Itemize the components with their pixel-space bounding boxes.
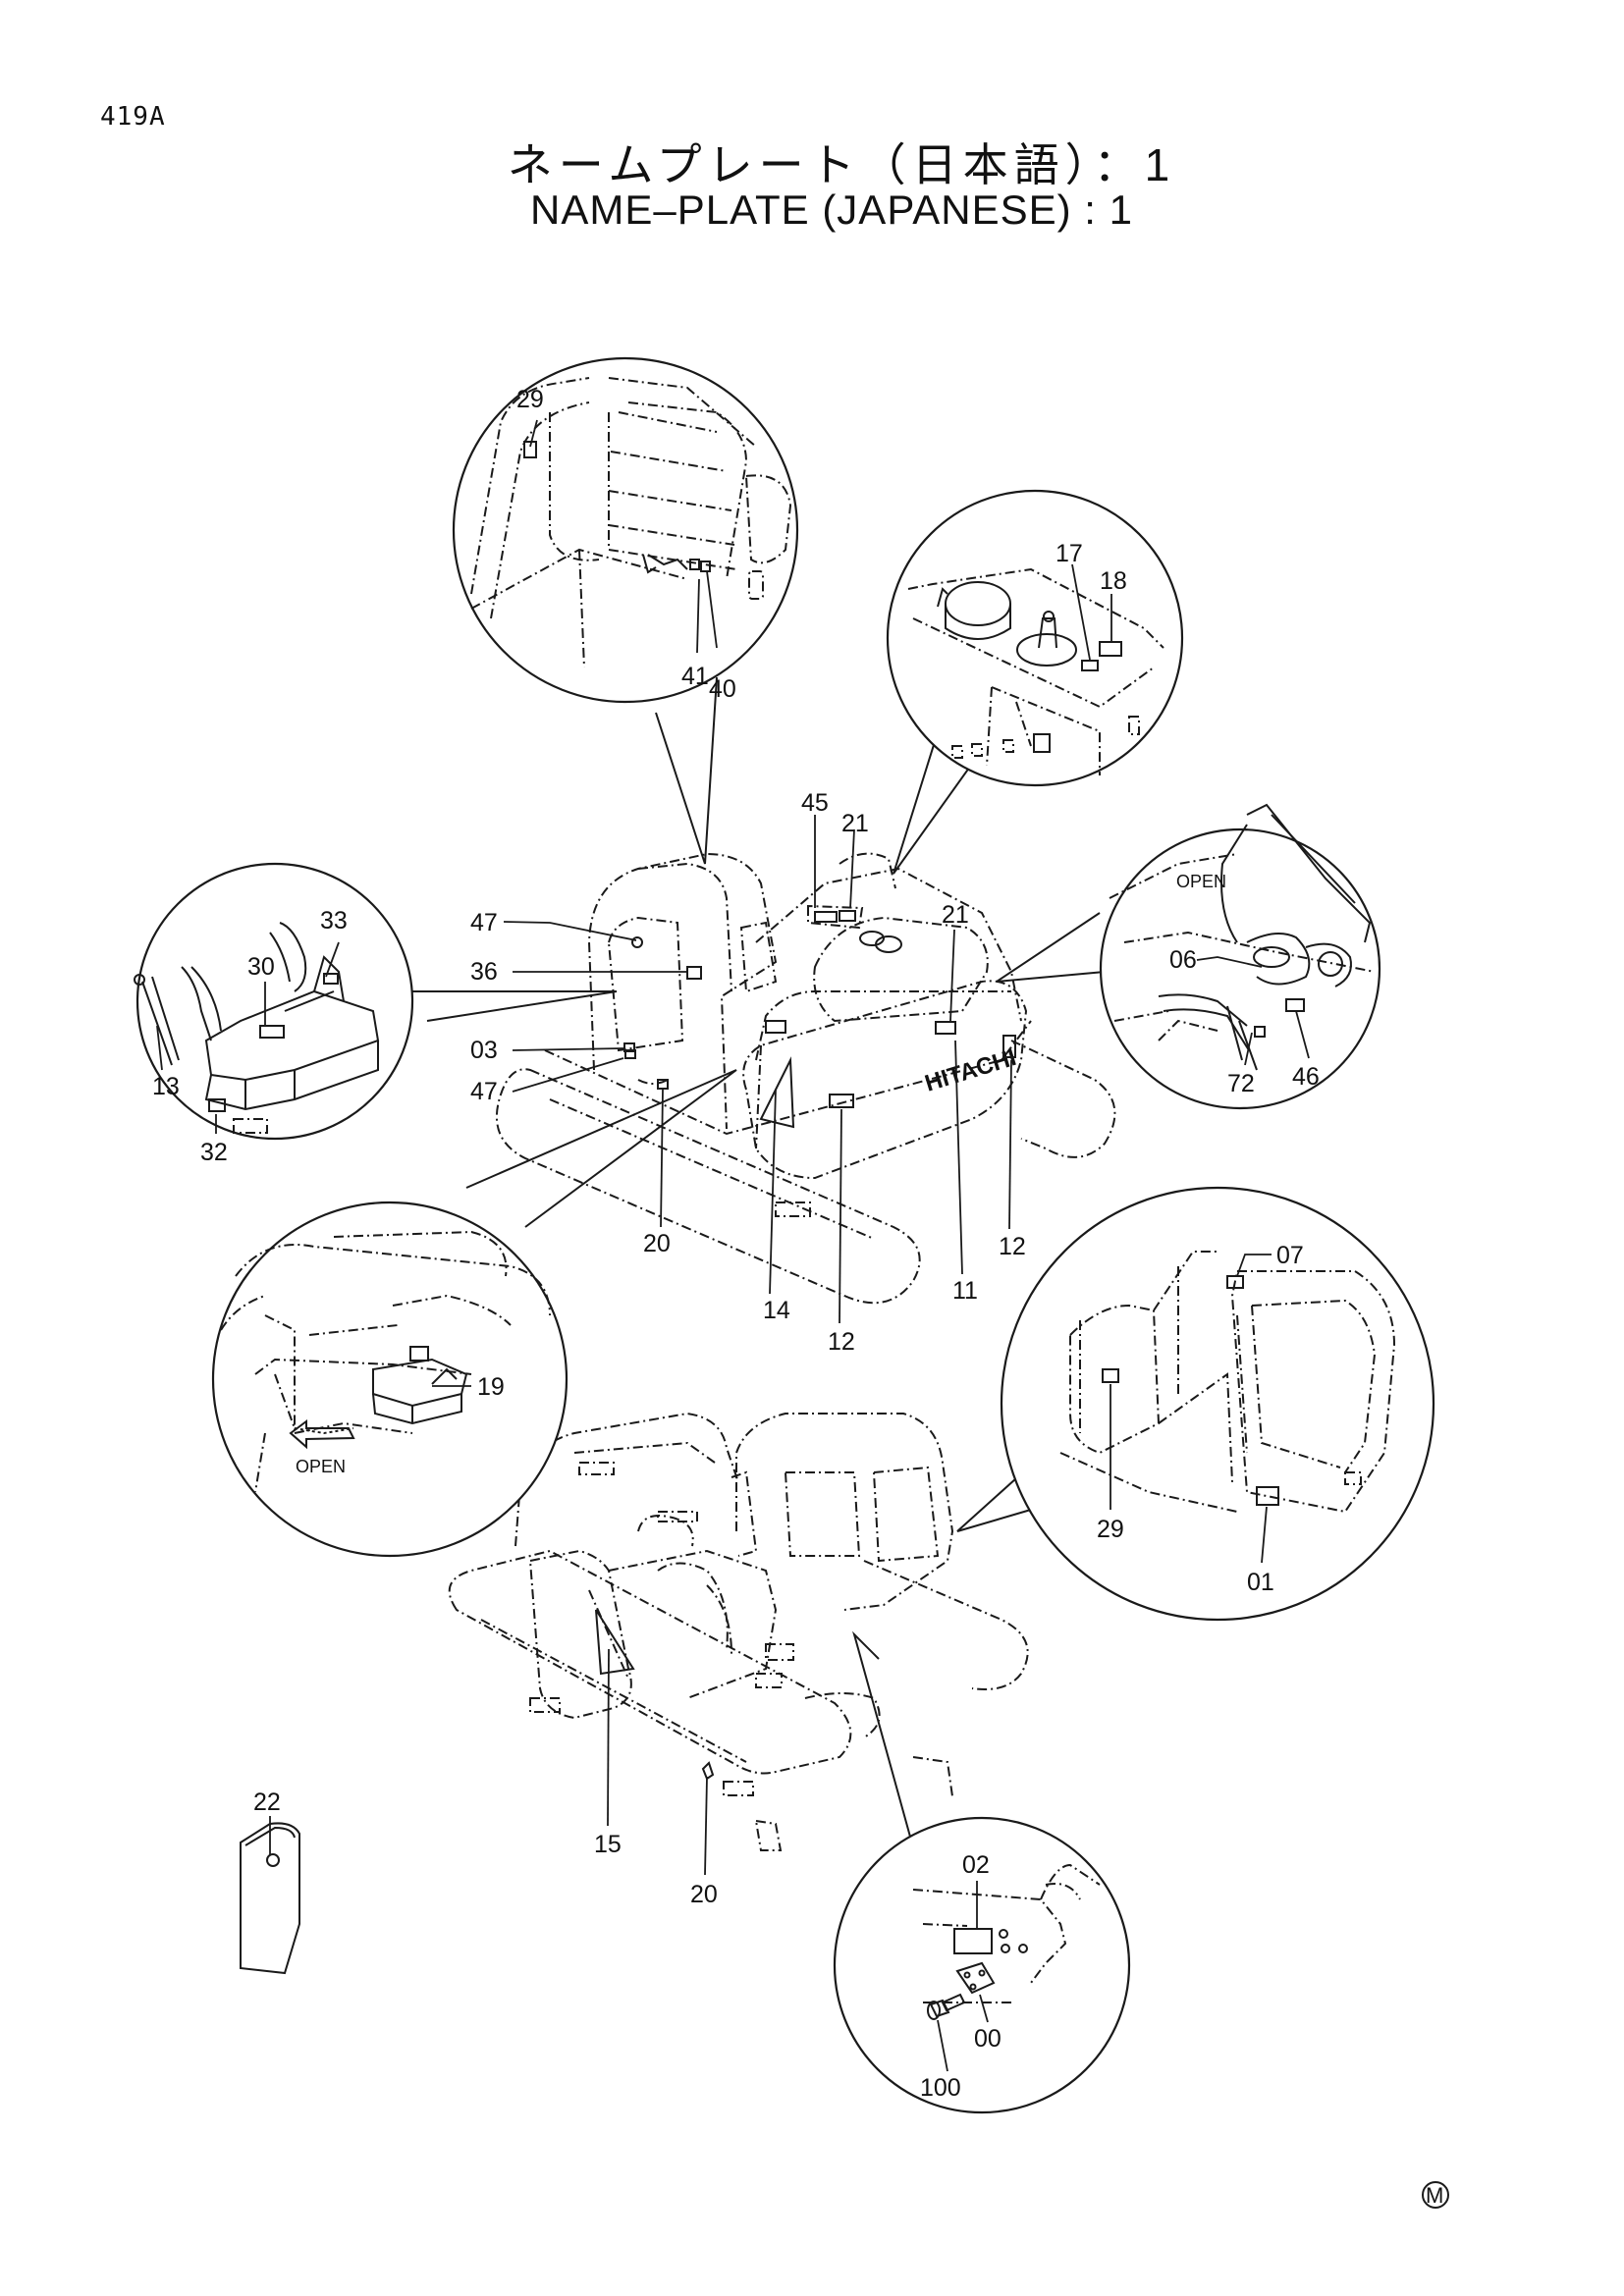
corner-mark: M <box>1422 2181 1449 2209</box>
label-47-lower: 47 <box>470 1078 498 1105</box>
label-30: 30 <box>247 953 275 981</box>
label-22: 22 <box>253 1789 281 1816</box>
detail-serial-plate <box>833 1816 1131 2114</box>
label-00: 00 <box>974 2025 1001 2053</box>
label-36: 36 <box>470 958 498 986</box>
label-17: 17 <box>1056 540 1083 567</box>
callout-pointers <box>412 676 1106 1866</box>
label-40: 40 <box>709 675 736 703</box>
corner-mark-letter: M <box>1426 2183 1443 2208</box>
label-20-lower: 20 <box>690 1881 718 1908</box>
label-21-top: 21 <box>841 810 869 837</box>
label-46: 46 <box>1292 1063 1320 1091</box>
label-29-door: 29 <box>1097 1516 1124 1543</box>
label-33: 33 <box>320 907 348 934</box>
label-32: 32 <box>200 1139 228 1166</box>
detail-control-levers <box>134 862 414 1141</box>
label-45: 45 <box>801 789 829 817</box>
open-label-battery: OPEN <box>296 1457 346 1476</box>
label-18: 18 <box>1100 567 1127 595</box>
label-72: 72 <box>1227 1070 1255 1097</box>
label-02: 02 <box>962 1851 990 1879</box>
detail-battery-box: OPEN <box>211 1201 568 1558</box>
label-12-rear: 12 <box>828 1328 855 1356</box>
label-11: 11 <box>952 1277 978 1305</box>
detail-engine-room: OPEN <box>1099 803 1381 1110</box>
label-13: 13 <box>152 1073 180 1100</box>
detail-top-cover <box>886 489 1184 787</box>
label-29-cab: 29 <box>516 386 544 413</box>
label-12-side: 12 <box>999 1233 1026 1260</box>
label-20-upper: 20 <box>643 1230 671 1257</box>
brand-logo-text: HITACHI <box>922 1044 1019 1097</box>
label-100: 100 <box>920 2074 961 2102</box>
label-14: 14 <box>763 1297 790 1324</box>
detail-cab-door <box>1000 1186 1435 1622</box>
label-03: 03 <box>470 1037 498 1064</box>
tag-part <box>240 1822 300 1975</box>
open-label-engine: OPEN <box>1176 872 1226 891</box>
lower-excavator-view <box>448 1412 1029 1851</box>
leader-lines <box>156 419 1310 2072</box>
page-code: 419A <box>100 102 166 132</box>
upper-excavator-view: HITACHI <box>495 852 1116 1305</box>
label-21-cover: 21 <box>942 901 969 929</box>
label-47-upper: 47 <box>470 909 498 936</box>
label-01: 01 <box>1247 1569 1274 1596</box>
detail-cab-interior <box>452 356 799 704</box>
title-japanese: ネームプレート（日本語）：1 <box>507 139 1176 190</box>
label-19: 19 <box>477 1373 505 1401</box>
title-english: NAME–PLATE (JAPANESE) : 1 <box>530 187 1133 233</box>
label-15: 15 <box>594 1831 622 1858</box>
label-06: 06 <box>1169 946 1197 974</box>
label-41: 41 <box>681 663 709 690</box>
part-labels: 29 41 40 17 18 45 21 21 47 36 03 47 33 3… <box>152 386 1320 2102</box>
label-07: 07 <box>1276 1242 1304 1269</box>
